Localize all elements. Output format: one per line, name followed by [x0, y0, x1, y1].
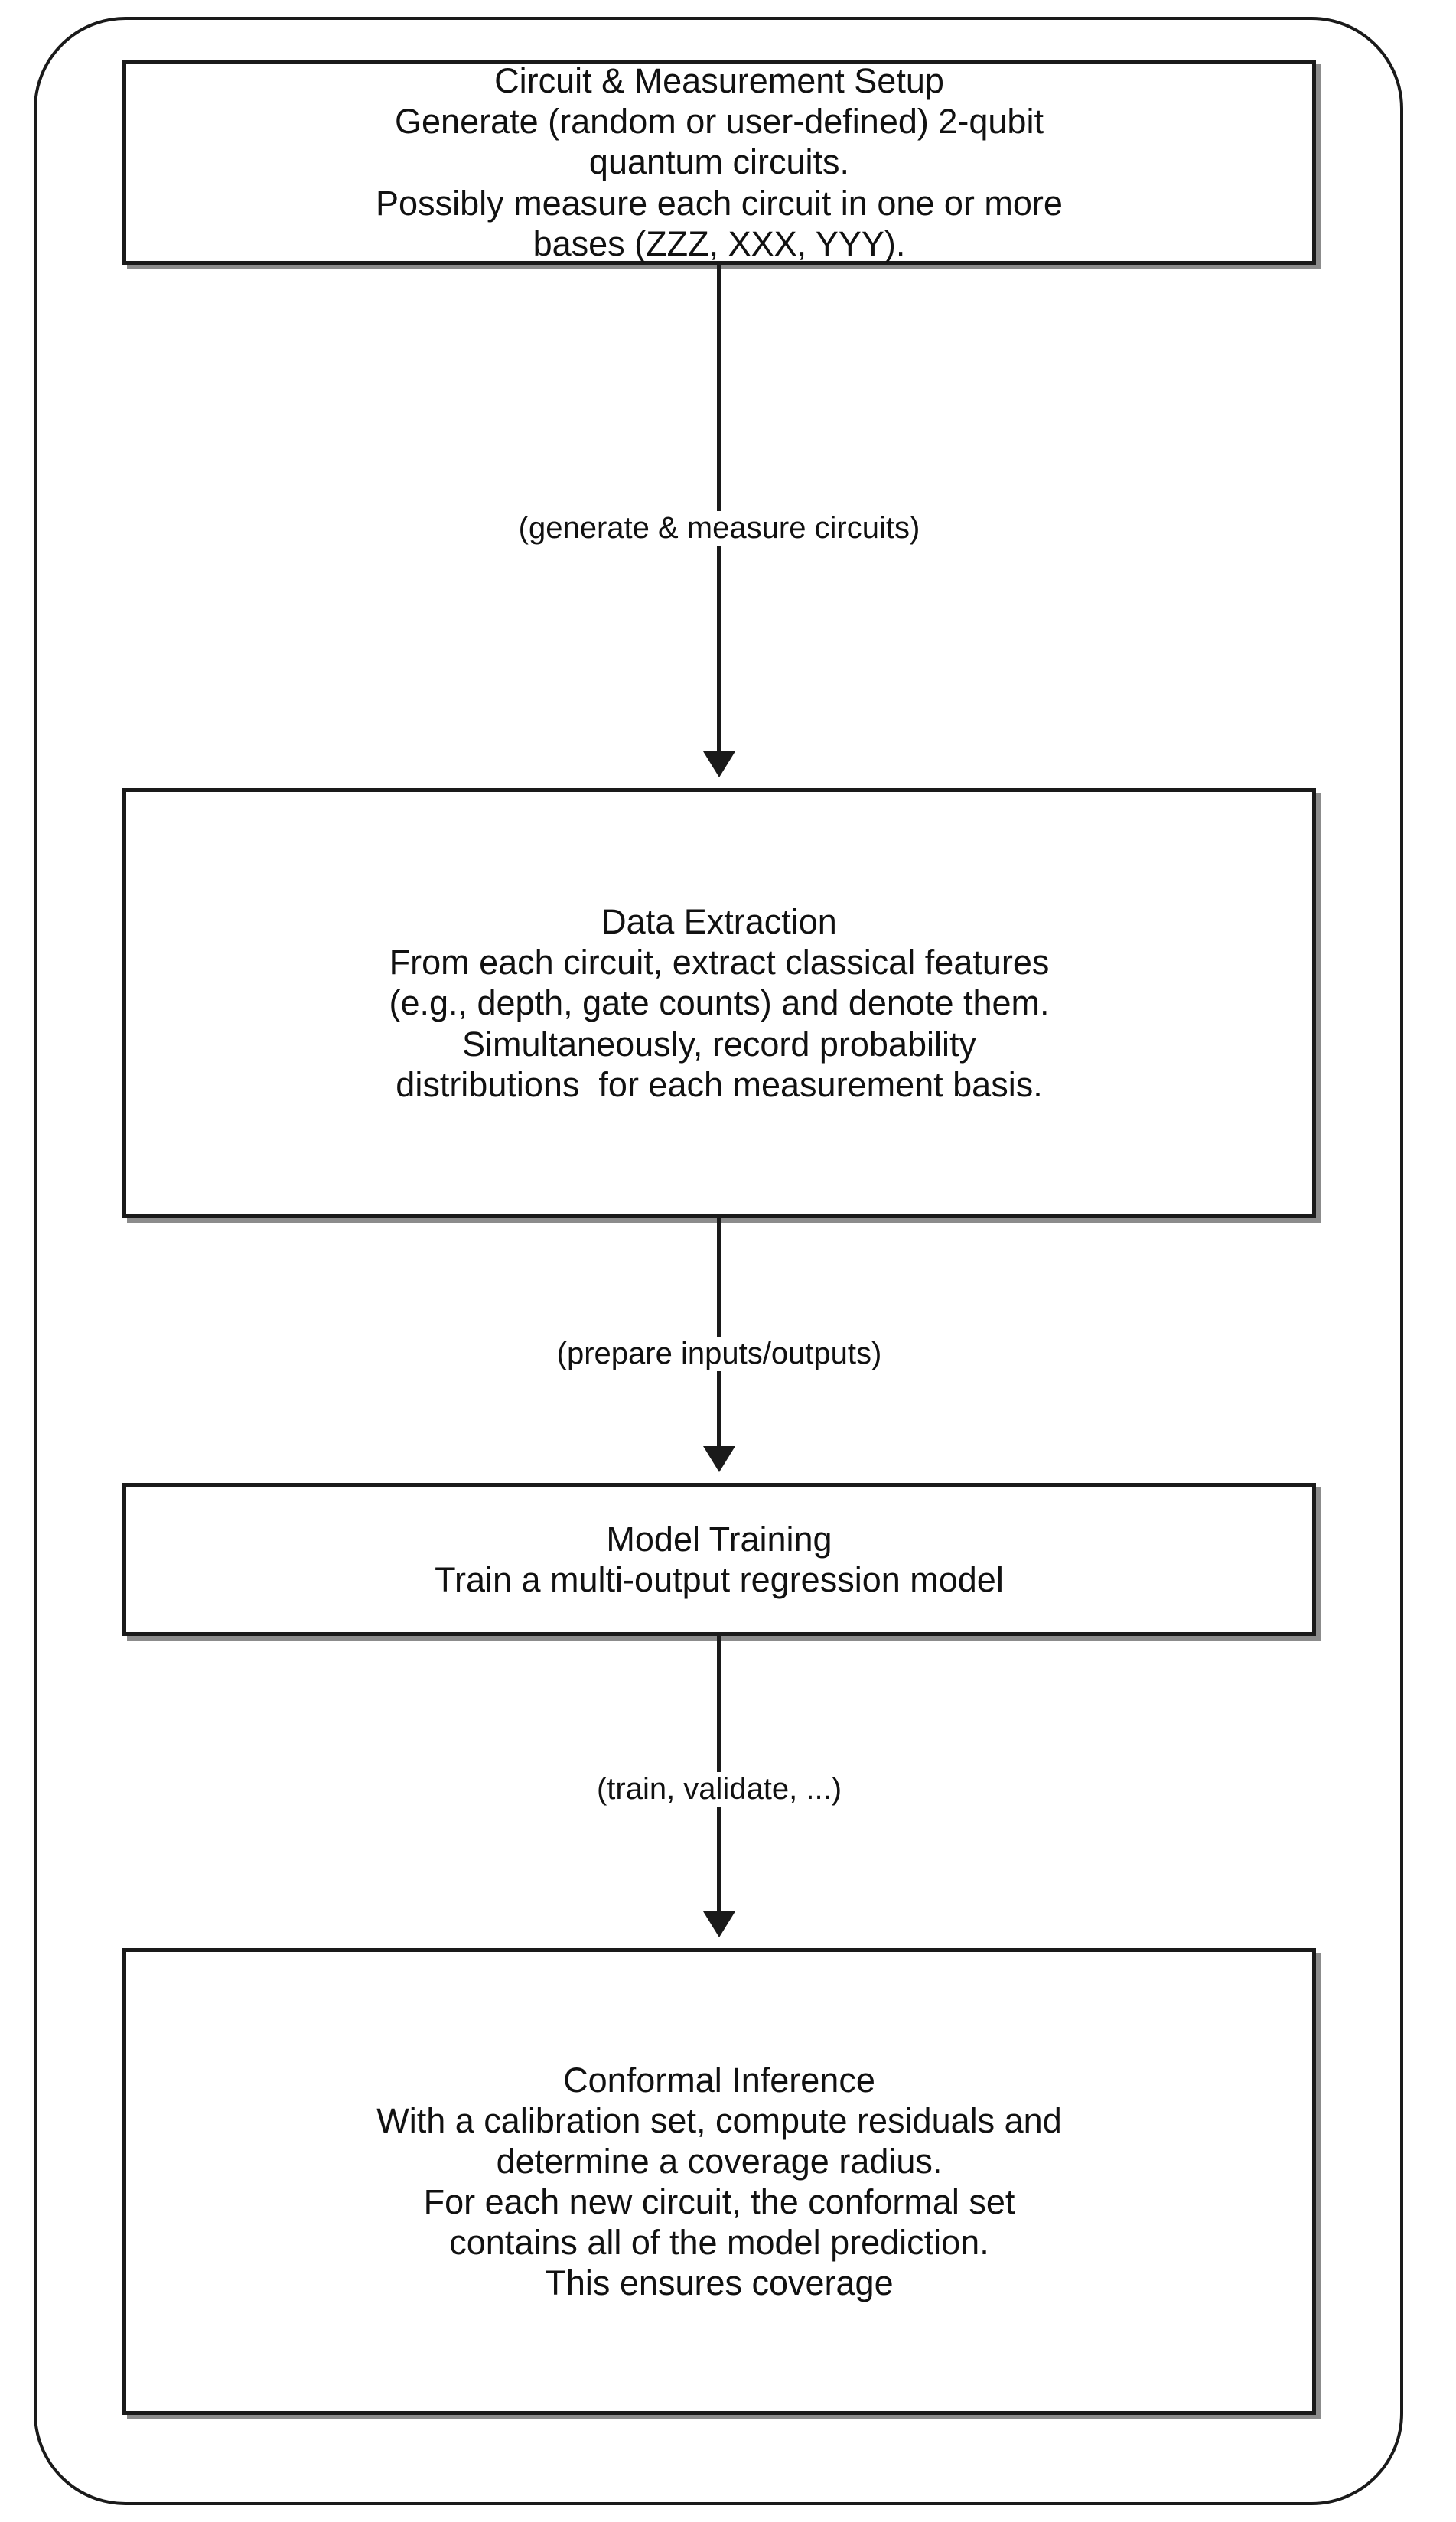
node-content: Conformal Inference With a calibration s…	[146, 2060, 1292, 2304]
node-title: Conformal Inference	[563, 2060, 875, 2100]
node-body-line: For each new circuit, the conformal set	[423, 2182, 1015, 2221]
connector-label: (train, validate, ...)	[122, 1772, 1316, 1807]
node-body-line: Train a multi-output regression model	[435, 1560, 1004, 1599]
node-body-line: contains all of the model prediction.	[449, 2223, 989, 2263]
node-content: Model Training Train a multi-output regr…	[146, 1519, 1292, 1600]
connector-training-to-inference: (train, validate, ...)	[122, 1636, 1316, 1948]
node-body-line: Simultaneously, record probability	[462, 1024, 976, 1064]
node-content: Circuit & Measurement Setup Generate (ra…	[146, 60, 1292, 263]
arrowhead-icon	[703, 1446, 735, 1472]
node-title: Data Extraction	[601, 902, 837, 942]
node-title: Model Training	[606, 1519, 832, 1559]
node-body-line: quantum circuits.	[588, 142, 850, 182]
connector-extraction-to-training: (prepare inputs/outputs)	[122, 1218, 1316, 1483]
node-title: Circuit & Measurement Setup	[494, 61, 944, 101]
node-body-line: bases (ZZZ, XXX, YYY).	[533, 223, 906, 263]
node-conformal-inference[interactable]: Conformal Inference With a calibration s…	[122, 1948, 1316, 2415]
connector-label: (prepare inputs/outputs)	[122, 1337, 1316, 1371]
node-model-training[interactable]: Model Training Train a multi-output regr…	[122, 1483, 1316, 1636]
connector-label: (generate & measure circuits)	[122, 511, 1316, 546]
node-data-extraction[interactable]: Data Extraction From each circuit, extra…	[122, 788, 1316, 1218]
arrowhead-icon	[703, 1911, 735, 1937]
flow-column: Circuit & Measurement Setup Generate (ra…	[122, 0, 1347, 2522]
node-content: Data Extraction From each circuit, extra…	[146, 901, 1292, 1104]
connector-setup-to-extraction: (generate & measure circuits)	[122, 265, 1316, 788]
node-body-line: From each circuit, extract classical fea…	[389, 943, 1050, 982]
node-circuit-measurement-setup[interactable]: Circuit & Measurement Setup Generate (ra…	[122, 60, 1316, 265]
node-body-line: This ensures coverage	[545, 2263, 894, 2303]
outer-rounded-frame	[34, 17, 1403, 2505]
node-body-line: distributions for each measurement basis…	[396, 1064, 1043, 1104]
node-body-line: (e.g., depth, gate counts) and denote th…	[389, 983, 1050, 1023]
node-body-line: determine a coverage radius.	[496, 2141, 943, 2181]
node-body-line: Possibly measure each circuit in one or …	[376, 183, 1063, 223]
node-body-line: Generate (random or user-defined) 2-qubi…	[395, 102, 1044, 142]
node-body-line: With a calibration set, compute residual…	[376, 2100, 1062, 2140]
arrowhead-icon	[703, 751, 735, 777]
